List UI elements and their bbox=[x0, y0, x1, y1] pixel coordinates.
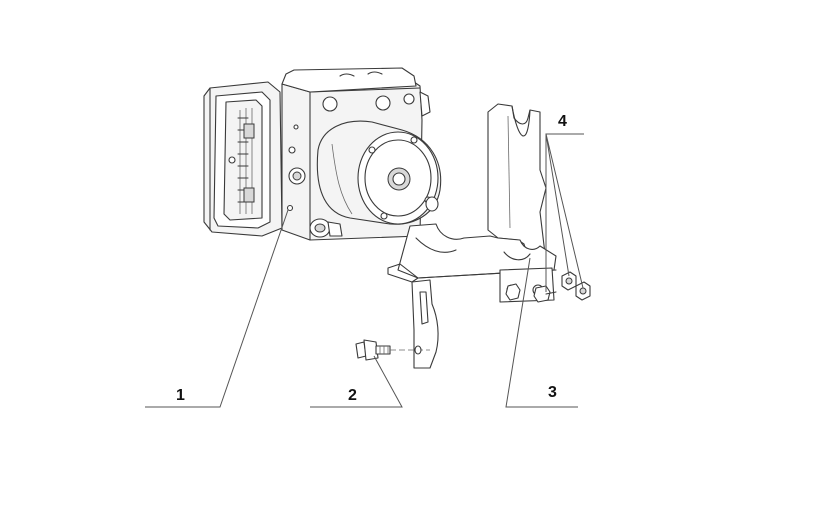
callout-labels: 1 2 3 4 bbox=[176, 113, 567, 404]
nut-lower bbox=[575, 281, 591, 301]
leader-1 bbox=[145, 209, 289, 408]
flange-bolt bbox=[355, 339, 430, 361]
callout-2: 2 bbox=[348, 387, 357, 404]
connector-pins bbox=[237, 108, 255, 214]
callout-4: 4 bbox=[558, 113, 567, 130]
ecu-connector-housing bbox=[203, 81, 283, 237]
bracket-bolt-left bbox=[505, 283, 521, 301]
callout-1: 1 bbox=[176, 387, 185, 404]
leader-4 bbox=[545, 133, 584, 292]
callout-3: 3 bbox=[548, 384, 557, 401]
mounting-grommets bbox=[309, 196, 439, 238]
abs-modulator-unit bbox=[203, 67, 442, 241]
pump-motor bbox=[316, 120, 442, 225]
leader-2 bbox=[310, 355, 403, 408]
mounting-bracket bbox=[387, 103, 557, 369]
leader-lines bbox=[145, 133, 584, 408]
nut-upper bbox=[561, 271, 577, 291]
leader-3 bbox=[505, 257, 578, 408]
